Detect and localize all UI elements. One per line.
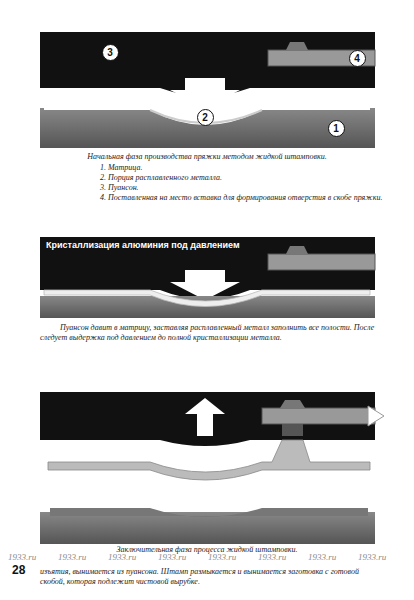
watermark: 1933.ru <box>108 552 136 563</box>
watermark: 1933.ru <box>158 552 186 563</box>
callout-text: 1 <box>333 123 339 134</box>
heading: Кристаллизация алюминия под давлением <box>46 240 246 251</box>
callout-text: 3 <box>107 47 113 58</box>
callout-number: 2 <box>197 109 214 126</box>
legend-item: 2. Порция расплавленного металла. <box>100 173 380 183</box>
legend-item: 4. Поставленная на место вставка для фор… <box>100 193 390 203</box>
legend-item: 3. Пуансон. <box>100 183 380 193</box>
legend-item: 1. Матрица. <box>100 163 380 173</box>
watermark: 1933.ru <box>308 552 336 563</box>
callout-number: 1 <box>328 120 345 137</box>
callout-text: 2 <box>202 112 208 123</box>
watermark: 1933.ru <box>208 552 236 563</box>
page-number: 28 <box>12 563 25 577</box>
callout-number: 3 <box>102 44 119 61</box>
callout-number: 4 <box>349 50 366 67</box>
caption: Пуансон давит в матрицу, заставляя распл… <box>40 323 380 342</box>
watermark: 1933.ru <box>8 552 36 563</box>
watermark: 1933.ru <box>358 552 386 563</box>
watermark: 1933.ru <box>58 552 86 563</box>
caption: изъятия, вынимается из пуансона. Штамп р… <box>40 567 385 586</box>
caption: Начальная фаза производства пряжки метод… <box>30 152 384 162</box>
watermark: 1933.ru <box>258 552 286 563</box>
callout-text: 4 <box>354 53 360 64</box>
